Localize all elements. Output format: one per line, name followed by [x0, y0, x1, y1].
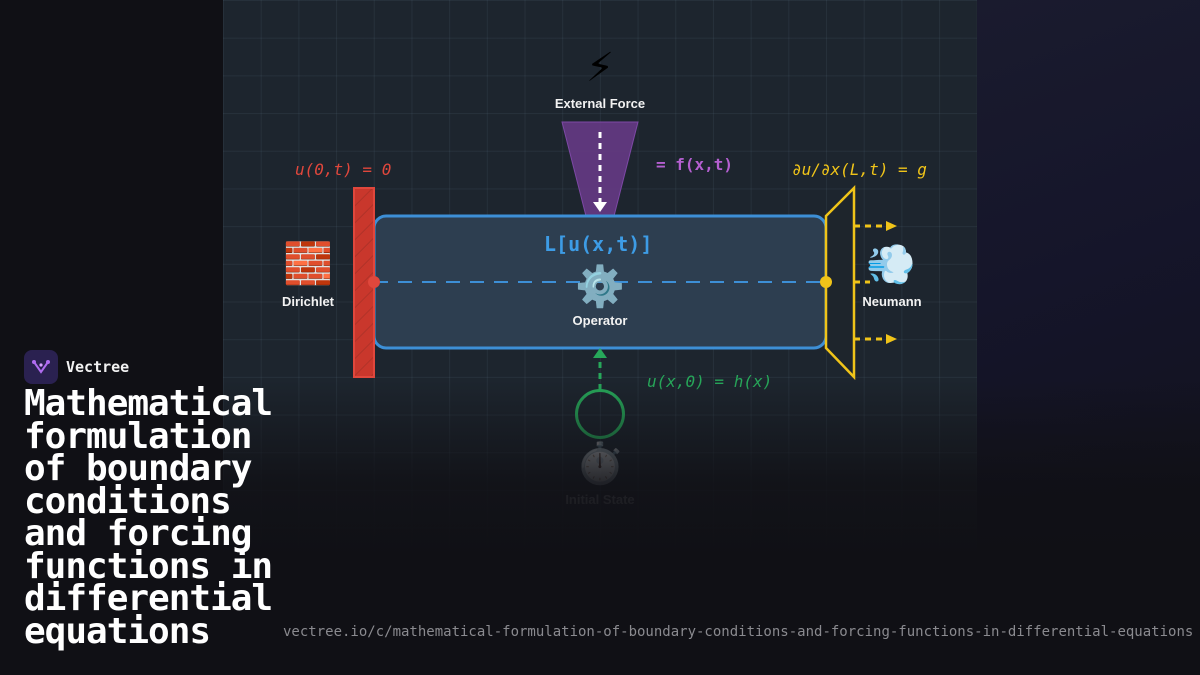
- neumann-label: Neumann: [862, 294, 922, 309]
- brand-name: Vectree: [66, 358, 130, 376]
- dirichlet-wall-hatch: [355, 189, 373, 376]
- force-arrow-head: [593, 202, 607, 212]
- page-title: Mathematical formulation of boundary con…: [24, 383, 273, 652]
- lightning-icon: ⚡: [585, 45, 615, 91]
- brand: Vectree: [24, 350, 129, 384]
- stopwatch-icon: ⏱️: [575, 441, 625, 487]
- gear-icon: ⚙️: [575, 264, 625, 310]
- wind-icon: 💨: [866, 242, 916, 288]
- operator-equation: L[u(x,t)]: [544, 232, 653, 256]
- initial-state-label: Initial State: [565, 492, 635, 507]
- neumann-boundary: [824, 184, 856, 381]
- initial-equation: u(x,0) = h(x): [647, 372, 773, 391]
- dirichlet-point: [368, 276, 380, 288]
- initial-state-circle: [575, 389, 625, 439]
- flux-arrow-heads: [886, 221, 897, 344]
- neumann-point: [820, 276, 832, 288]
- page-url[interactable]: vectree.io/c/mathematical-formulation-of…: [283, 624, 1194, 640]
- neumann-equation: ∂u/∂x(L,t) = g: [792, 160, 927, 179]
- force-equation: = f(x,t): [656, 155, 734, 174]
- dirichlet-equation: u(0,t) = 0: [295, 160, 392, 179]
- operator-label: Operator: [572, 313, 628, 328]
- brick-wall-icon: 🧱: [283, 241, 333, 287]
- external-force-label: External Force: [554, 96, 646, 111]
- flux-arrows: [854, 224, 888, 341]
- vectree-logo-icon: [24, 350, 58, 384]
- dirichlet-label: Dirichlet: [281, 294, 334, 309]
- initial-arrow-head: [593, 348, 607, 358]
